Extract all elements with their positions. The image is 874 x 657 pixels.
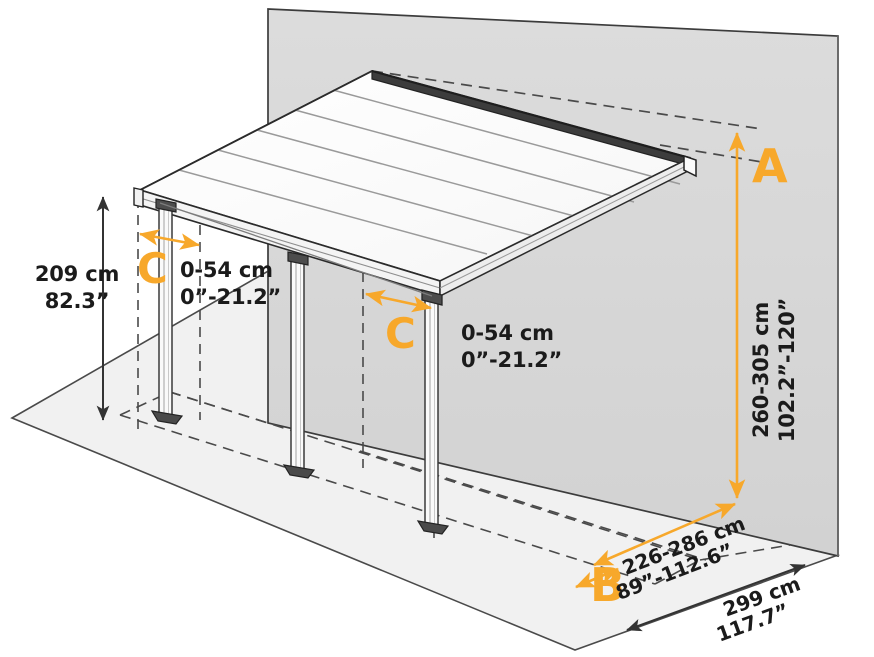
height-front-in-label: 82.3” [45, 289, 110, 313]
offset-left-cm-label: 0-54 cm [180, 258, 273, 282]
offset-right-cm-label: 0-54 cm [461, 321, 554, 345]
post-right [416, 289, 450, 535]
post-left [150, 198, 184, 425]
dimension-projection [575, 502, 736, 589]
dimension-offset-right [364, 289, 433, 313]
dimension-offset-left [138, 229, 201, 250]
post-middle [282, 251, 316, 479]
marker-c-right: C [385, 309, 416, 358]
offset-left-in-label: 0”-21.2” [180, 285, 281, 309]
offset-right-in-label: 0”-21.2” [461, 348, 562, 372]
height-front-cm-label: 209 cm [35, 262, 119, 286]
dimension-width [626, 563, 806, 632]
wall-height-cm-label: 260-305 cm [749, 302, 773, 438]
roof-canopy [133, 69, 697, 298]
hidden-construction-lines [371, 70, 763, 163]
wall-height-in-label: 102.2”-120” [775, 298, 799, 442]
support-posts [150, 198, 450, 535]
marker-b: B [590, 558, 625, 612]
marker-a: A [752, 139, 788, 193]
marker-c-left: C [137, 244, 168, 293]
